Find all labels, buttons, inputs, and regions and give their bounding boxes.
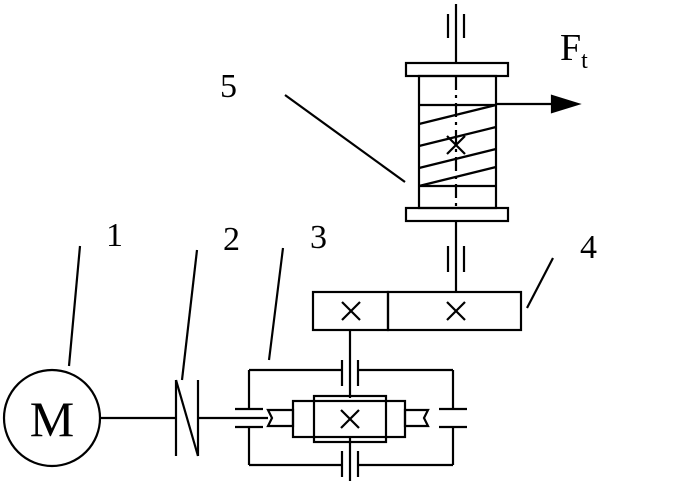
reducer-gear-cross bbox=[340, 409, 360, 429]
motor-label: M bbox=[30, 391, 74, 447]
reducer-left-shaft-stub bbox=[266, 408, 295, 428]
force-label: Ft bbox=[560, 27, 588, 74]
gear-large-cross bbox=[446, 301, 466, 321]
coupling bbox=[174, 379, 200, 457]
motor-symbol bbox=[2, 368, 102, 468]
label-2: 2 bbox=[223, 221, 240, 258]
force-arrow bbox=[496, 94, 582, 114]
label-3: 3 bbox=[310, 219, 327, 256]
leader-1 bbox=[67, 245, 82, 367]
leader-3 bbox=[267, 247, 285, 361]
drum-rope-line bbox=[418, 125, 497, 148]
drum-top-flange bbox=[404, 61, 510, 78]
leader-2 bbox=[180, 249, 199, 381]
leader-4 bbox=[526, 257, 554, 309]
drum-rope-line bbox=[418, 103, 497, 126]
drum-assembly bbox=[404, 4, 510, 292]
label-1: 1 bbox=[106, 217, 123, 254]
drum-body bbox=[417, 74, 498, 210]
open-gear-pair bbox=[311, 290, 523, 332]
drum-center-cross bbox=[446, 135, 466, 155]
drum-rope-line bbox=[418, 165, 497, 188]
gear-small-cross bbox=[341, 301, 361, 321]
open-gear-large bbox=[386, 290, 523, 332]
force-arrow-head bbox=[550, 94, 582, 114]
label-5: 5 bbox=[220, 68, 237, 105]
label-4: 4 bbox=[580, 229, 597, 266]
reducer-gear-body bbox=[291, 399, 407, 439]
reducer-gear-hub bbox=[312, 394, 388, 444]
drum-bottom-flange bbox=[404, 206, 510, 223]
drum-rope-line bbox=[418, 147, 497, 170]
reducer bbox=[235, 330, 467, 481]
coupling-diagonal bbox=[174, 379, 200, 457]
leader-5 bbox=[284, 94, 406, 183]
reducer-right-shaft-stub bbox=[403, 408, 430, 428]
